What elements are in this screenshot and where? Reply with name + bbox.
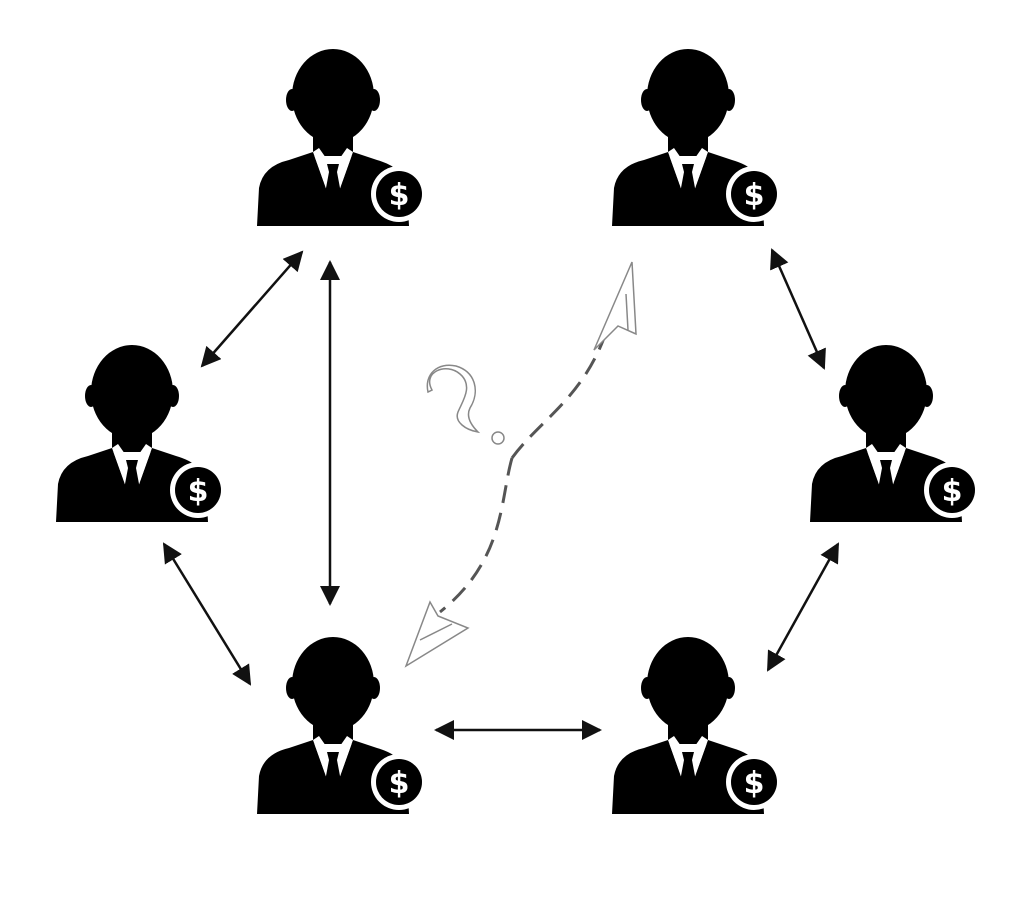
person-node-top-left xyxy=(257,49,427,226)
dashed-uncertain-connection xyxy=(404,261,637,668)
businessman-dollar-icon xyxy=(56,345,226,522)
businessman-dollar-icon xyxy=(810,345,980,522)
arrow-mid-left-to-bottom-left xyxy=(162,542,252,686)
arrow-top-right-to-mid-right xyxy=(770,248,826,370)
person-node-mid-left xyxy=(56,345,226,522)
person-node-top-right xyxy=(612,49,782,226)
businessman-dollar-icon xyxy=(257,637,427,814)
sketch-arrowhead-up xyxy=(593,261,637,351)
person-node-bottom-left xyxy=(257,637,427,814)
person-node-mid-right xyxy=(810,345,980,522)
businessman-dollar-icon xyxy=(257,49,427,226)
arrow-top-left-to-mid-left xyxy=(200,250,304,368)
businessman-dollar-icon xyxy=(612,637,782,814)
person-node-bottom-right xyxy=(612,637,782,814)
businessman-dollar-icon xyxy=(612,49,782,226)
sketch-arrowhead-down xyxy=(404,600,470,668)
question-mark-icon xyxy=(426,364,481,434)
question-mark-dot xyxy=(491,431,505,445)
arrow-mid-right-to-bottom-right xyxy=(766,542,840,672)
